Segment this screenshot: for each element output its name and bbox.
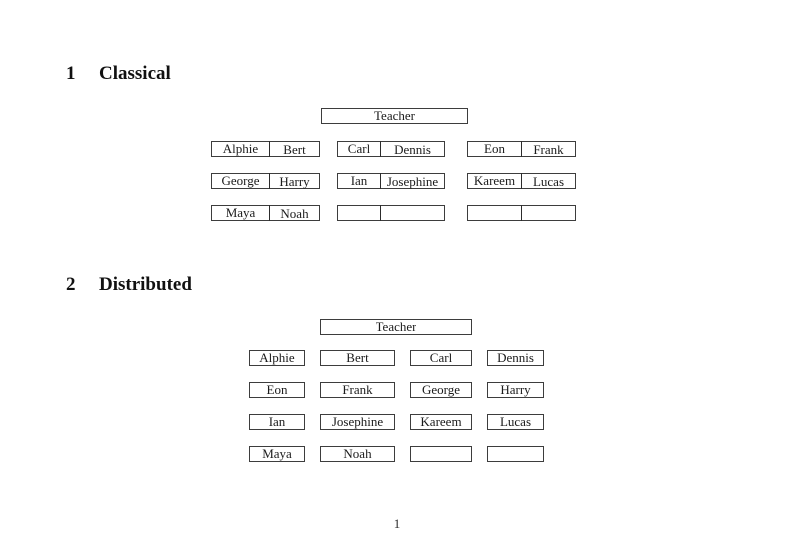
seat: Maya <box>262 447 292 461</box>
seat-empty <box>521 205 575 221</box>
distributed-desk-r1c3: Carl <box>410 350 472 366</box>
seat: Bert <box>346 351 369 365</box>
distributed-desk-r4c4-empty <box>487 446 544 462</box>
seat: Ian <box>268 415 286 429</box>
section-number: 2 <box>66 274 76 295</box>
seat: Dennis <box>380 141 444 157</box>
seat: Alphie <box>222 142 259 156</box>
teacher-label: Teacher <box>374 109 415 123</box>
distributed-desk-r3c1: Ian <box>249 414 305 430</box>
section-heading-classical: 1 Classical <box>66 62 171 85</box>
classical-desk-r3c3-empty <box>467 205 576 221</box>
seat: Eon <box>266 383 288 397</box>
distributed-desk-r4c2: Noah <box>320 446 395 462</box>
seat: Bert <box>269 141 319 157</box>
classical-desk-r3c1: Maya Noah <box>211 205 320 221</box>
distributed-desk-r2c2: Frank <box>320 382 395 398</box>
distributed-desk-r4c1: Maya <box>249 446 305 462</box>
seat: George <box>221 174 260 188</box>
seat: Carl <box>347 142 371 156</box>
seat: Frank <box>521 141 575 157</box>
distributed-teacher-box: Teacher <box>320 319 472 335</box>
classical-desk-r2c1: George Harry <box>211 173 320 189</box>
seat: Kareem <box>473 174 516 188</box>
seat-empty <box>411 447 471 461</box>
seat: Kareem <box>420 415 462 429</box>
seat-empty <box>338 206 380 220</box>
distributed-desk-r1c2: Bert <box>320 350 395 366</box>
classical-desk-r2c2: Ian Josephine <box>337 173 445 189</box>
seat-empty <box>380 205 444 221</box>
classical-teacher-box: Teacher <box>321 108 468 124</box>
seat: Josephine <box>331 415 384 429</box>
distributed-desk-r3c3: Kareem <box>410 414 472 430</box>
seat: Harry <box>269 173 319 189</box>
seat: Noah <box>343 447 372 461</box>
section-title: Classical <box>99 63 171 84</box>
distributed-desk-r4c3-empty <box>410 446 472 462</box>
classical-desk-r3c2-empty <box>337 205 445 221</box>
seat: Dennis <box>497 351 534 365</box>
seat: Maya <box>225 206 256 220</box>
distributed-desk-r3c2: Josephine <box>320 414 395 430</box>
seat: Eon <box>484 142 505 156</box>
section-heading-distributed: 2 Distributed <box>66 273 192 296</box>
seat-empty <box>468 206 521 220</box>
seat: Lucas <box>521 173 575 189</box>
classical-desk-r1c2: Carl Dennis <box>337 141 445 157</box>
distributed-desk-r2c3: George <box>410 382 472 398</box>
seat-empty <box>488 447 543 461</box>
seat: Ian <box>350 174 368 188</box>
seat: Frank <box>342 383 373 397</box>
seat: Noah <box>269 205 319 221</box>
teacher-label: Teacher <box>375 320 417 334</box>
seat: Lucas <box>499 415 532 429</box>
distributed-desk-r2c4: Harry <box>487 382 544 398</box>
seat: George <box>421 383 461 397</box>
seat: Alphie <box>259 351 295 365</box>
distributed-desk-r3c4: Lucas <box>487 414 544 430</box>
seat: Josephine <box>380 173 444 189</box>
page-number: 1 <box>393 516 401 531</box>
seat: Carl <box>429 351 453 365</box>
classical-desk-r2c3: Kareem Lucas <box>467 173 576 189</box>
distributed-desk-r2c1: Eon <box>249 382 305 398</box>
classical-desk-r1c3: Eon Frank <box>467 141 576 157</box>
distributed-desk-r1c4: Dennis <box>487 350 544 366</box>
section-number: 1 <box>66 63 76 84</box>
seat: Harry <box>500 383 531 397</box>
distributed-desk-r1c1: Alphie <box>249 350 305 366</box>
classical-desk-r1c1: Alphie Bert <box>211 141 320 157</box>
section-title: Distributed <box>99 274 192 295</box>
